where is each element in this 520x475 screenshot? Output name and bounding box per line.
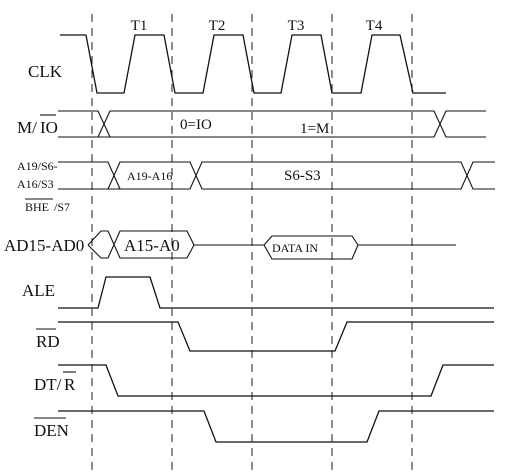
mio-io-state: 0=IO — [180, 117, 212, 133]
dtr-label-r: R — [64, 375, 76, 394]
den-label-text: DEN — [34, 421, 69, 440]
dtr-label: DT/ R — [34, 371, 76, 394]
dtr-label-prefix: DT/ — [34, 375, 62, 394]
rd-label: RD — [36, 328, 60, 351]
ale-waveform — [58, 276, 494, 309]
mio-label: M/ IO — [17, 114, 58, 137]
rd-label-text: RD — [36, 332, 60, 351]
rd-waveform — [58, 321, 494, 352]
mio-mem-state: 1=M — [300, 121, 329, 137]
dtr-waveform — [58, 364, 494, 397]
data-in-value: DATA IN — [272, 241, 318, 255]
clk-label: CLK — [28, 62, 63, 81]
address-low-value: A15-A0 — [124, 236, 180, 255]
status-label-line2: A16/S3 — [17, 177, 54, 191]
mio-label-prefix: M/ — [17, 118, 37, 137]
mio-bus — [58, 110, 486, 138]
period-label-t4: T4 — [366, 18, 383, 34]
den-waveform — [58, 410, 494, 443]
period-label-t2: T2 — [209, 18, 226, 34]
status-label-s7: /S7 — [54, 200, 70, 214]
status-bus — [58, 161, 495, 190]
address-high-value: A19-A16 — [127, 169, 172, 183]
mio-label-io: IO — [40, 118, 58, 137]
ad-bus — [87, 230, 456, 260]
clk-waveform — [60, 34, 446, 94]
ale-label: ALE — [22, 281, 55, 300]
ad-label: AD15-AD0 — [4, 236, 84, 255]
status-label-line1: A19/S6- — [17, 159, 58, 173]
period-label-t3: T3 — [288, 18, 305, 34]
den-label: DEN — [34, 417, 69, 440]
status-bus-label: A19/S6- A16/S3 BHE /S7 — [17, 159, 70, 214]
status-value: S6-S3 — [284, 168, 321, 184]
status-label-bhe: BHE — [25, 200, 49, 214]
period-label-t1: T1 — [131, 18, 148, 34]
